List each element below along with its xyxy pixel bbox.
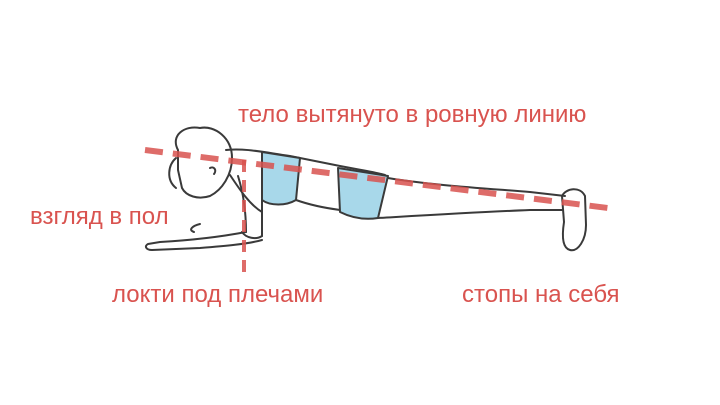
elbows-label: локти под плечами [112, 281, 324, 308]
gaze-label: взгляд в пол [30, 203, 169, 230]
torso-outline [229, 174, 263, 213]
leg-outline-bottom [377, 209, 563, 219]
body-line-label: тело вытянуто в ровную линию [238, 101, 587, 128]
leg-outline-top [387, 177, 566, 197]
feet-label: стопы на себя [462, 281, 620, 308]
head-outline [174, 126, 233, 199]
forearm-outline [144, 231, 263, 251]
foot-outline [561, 188, 587, 252]
body-alignment-line [144, 147, 609, 211]
person-figure [144, 126, 587, 252]
hair-outline [168, 157, 177, 189]
sports-top [261, 151, 301, 206]
